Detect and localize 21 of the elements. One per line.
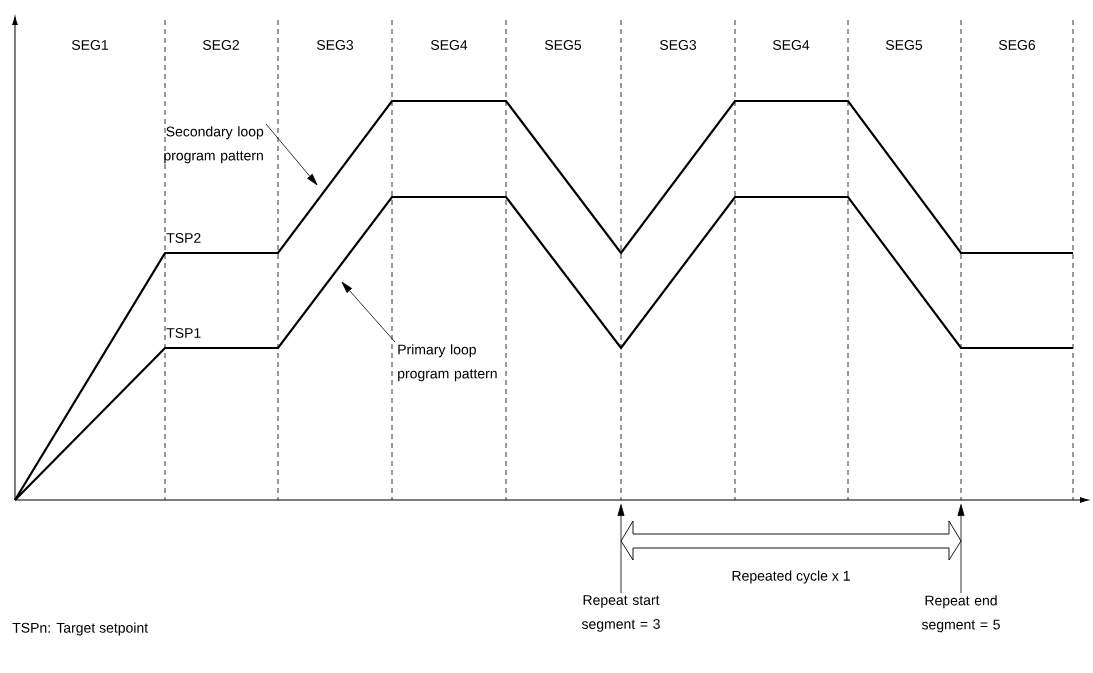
segment-label: SEG4 <box>772 40 810 50</box>
segment-label: SEG3 <box>316 40 354 50</box>
segment-label: SEG2 <box>202 40 239 50</box>
arrow <box>957 504 965 594</box>
segment-label: SEG3 <box>659 40 697 50</box>
annotation-text: Primary loop program pattern <box>398 344 497 382</box>
segment-label: SEG5 <box>885 40 923 50</box>
leader-line <box>265 123 318 186</box>
setpoint-label: TSP1 <box>166 328 201 338</box>
annotation-text: Repeat start segment = 3 <box>581 595 660 632</box>
segment-label: SEG1 <box>71 40 108 50</box>
setpoint-label: TSP2 <box>166 233 201 243</box>
note-text: TSPn: Target setpoint <box>12 622 148 636</box>
annotation-text: Secondary loop program pattern <box>164 126 264 164</box>
arrow <box>617 504 625 594</box>
segment-label: SEG6 <box>999 40 1036 50</box>
segment-label: SEG4 <box>430 40 468 50</box>
cycle-label: Repeated cycle x 1 <box>732 570 850 584</box>
leader-line <box>341 281 396 343</box>
annotation-text: Repeat end segment = 5 <box>921 595 1000 633</box>
segment-label: SEG5 <box>544 40 582 50</box>
